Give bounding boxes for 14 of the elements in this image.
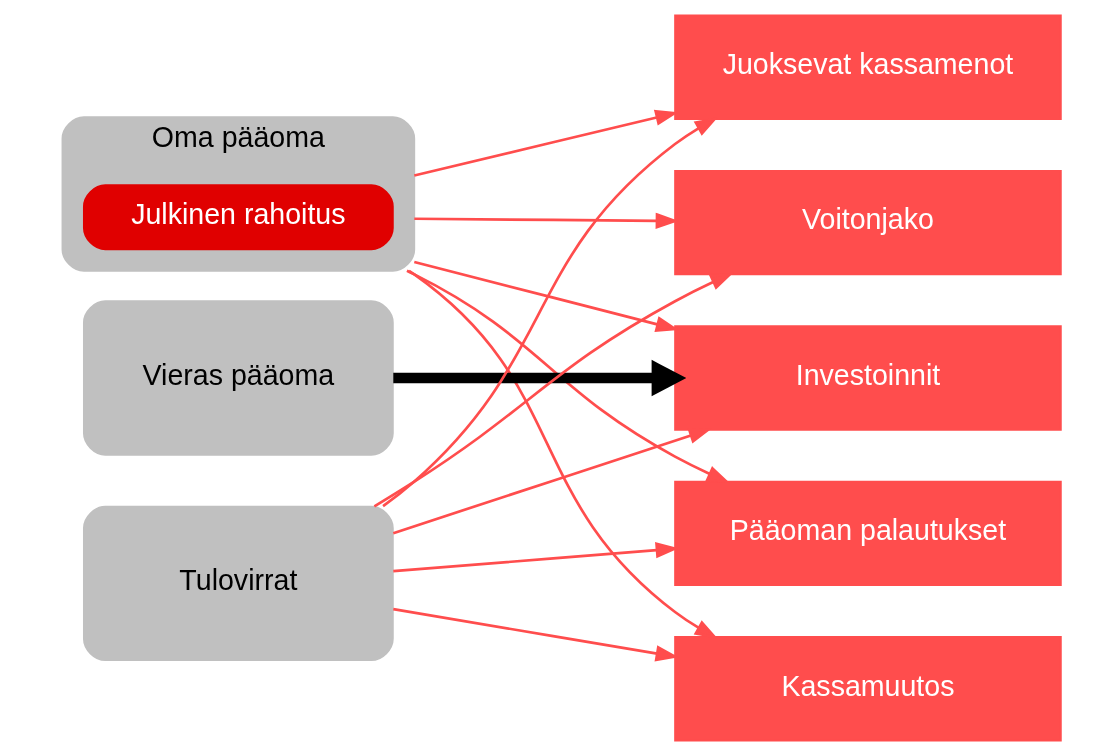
arrow xyxy=(382,117,718,508)
node-box: Tulovirrat xyxy=(82,505,394,662)
node-box: Investoinnit xyxy=(674,325,1062,431)
arrow xyxy=(408,269,718,639)
arrow xyxy=(406,269,730,484)
node-box: Julkinen rahoitus xyxy=(82,184,394,251)
node-box: Juoksevat kassamenot xyxy=(674,14,1062,120)
node-box: Voitonjako xyxy=(674,169,1062,276)
arrow xyxy=(373,272,734,508)
arrow xyxy=(392,428,712,535)
node-box: Kassamuutos xyxy=(674,636,1062,742)
node-box: Vieras pääoma xyxy=(82,300,394,456)
node-box: Pääoman palautukset xyxy=(674,480,1062,587)
arrow xyxy=(393,359,687,397)
